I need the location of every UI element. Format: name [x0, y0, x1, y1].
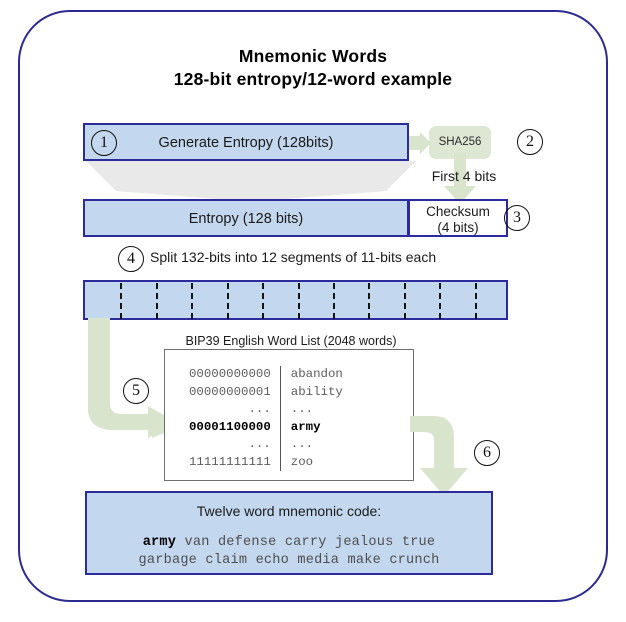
segment-divider	[297, 283, 300, 319]
step-number-2: 2	[517, 129, 543, 155]
mnemonic-result-title: Twelve word mnemonic code:	[196, 503, 382, 519]
sha256-input-arrow	[409, 132, 431, 154]
generate-entropy-box: Generate Entropy (128bits)	[83, 123, 409, 161]
segment-divider	[155, 283, 158, 319]
wordlist-row: 00000000001 ability	[189, 383, 343, 401]
mnemonic-word: make	[347, 553, 381, 568]
mnemonic-word: claim	[205, 553, 248, 568]
segmented-bits-bar	[83, 280, 508, 320]
wordlist-row: ......	[189, 401, 343, 419]
step-number-4: 4	[118, 246, 144, 272]
mnemonic-word: van	[184, 535, 210, 550]
diagram-title: Mnemonic Words 128-bit entropy/12-word e…	[0, 45, 626, 91]
wordlist-word: abandon	[279, 366, 343, 384]
checksum-box: Checksum (4 bits)	[408, 199, 508, 237]
wordlist-word: zoo	[279, 453, 343, 471]
mnemonic-output-arrow	[410, 416, 468, 496]
wordlist-row: 00000000000 abandon	[189, 366, 343, 384]
mnemonic-word: carry	[284, 535, 327, 550]
entropy-128-label: Entropy (128 bits)	[188, 211, 304, 227]
checksum-label-line-1: Checksum	[426, 204, 490, 219]
title-line-1: Mnemonic Words	[238, 46, 388, 66]
wordlist-binary-code: 00000000001	[189, 384, 271, 399]
generate-entropy-label: Generate Entropy (128bits)	[158, 135, 334, 151]
segment-divider	[262, 283, 265, 319]
first-four-bits-label: First 4 bits	[431, 168, 497, 184]
split-instruction-label: Split 132-bits into 12 segments of 11-bi…	[150, 249, 437, 265]
mnemonic-word: army	[142, 535, 177, 550]
wordlist-word: ...	[279, 401, 343, 419]
mnemonic-word: true	[401, 535, 436, 550]
segment-divider	[120, 283, 123, 319]
checksum-label-line-2: (4 bits)	[437, 220, 479, 235]
segment-divider	[226, 283, 229, 319]
wordlist-row: 00001100000 army	[189, 418, 343, 436]
mnemonic-word: echo	[255, 553, 289, 568]
mnemonic-word: garbage	[138, 553, 198, 568]
mnemonic-word: jealous	[334, 535, 394, 550]
mnemonic-word: crunch	[389, 553, 440, 568]
step-number-6: 6	[474, 440, 500, 466]
wordlist-binary-code: 11111111111	[189, 454, 271, 469]
segment-divider	[368, 283, 371, 319]
step-number-5: 5	[123, 378, 149, 404]
entropy-passthrough-arrow	[86, 161, 416, 199]
wordlist-word: army	[279, 418, 343, 436]
step-number-1: 1	[91, 130, 117, 156]
segment-divider	[439, 283, 442, 319]
bip39-wordlist-table: 00000000000 abandon 00000000001 ability....…	[189, 366, 343, 471]
wordlist-caption: BIP39 English Word List (2048 words)	[185, 334, 397, 348]
segment-divider	[403, 283, 406, 319]
segment-divider	[474, 283, 477, 319]
wordlist-binary-code: ...	[248, 437, 271, 451]
wordlist-binary-code: ...	[248, 402, 271, 416]
sha256-output-arrow	[444, 154, 476, 204]
wordlist-row: 11111111111 zoo	[189, 453, 343, 471]
step-number-3: 3	[504, 205, 530, 231]
mnemonic-word: media	[297, 553, 340, 568]
wordlist-word: ...	[279, 436, 343, 454]
wordlist-binary-code: 00000000000	[189, 367, 271, 381]
title-line-2: 128-bit entropy/12-word example	[173, 69, 453, 89]
mnemonic-words-line-1: army van defense carry jealous true	[87, 535, 491, 550]
sha256-chip: SHA256	[429, 126, 491, 159]
bip39-wordlist-box: 00000000000 abandon 00000000001 ability....…	[164, 349, 414, 481]
entropy-128-box: Entropy (128 bits)	[83, 199, 409, 237]
wordlist-binary-code: 00001100000	[189, 419, 271, 434]
wordlist-rows: 00000000000 abandon 00000000001 ability....…	[189, 366, 343, 471]
mnemonic-words-line-2: garbage claim echo media make crunch	[87, 553, 491, 568]
segment-divider	[332, 283, 335, 319]
mnemonic-word: defense	[217, 535, 277, 550]
wordlist-row: ......	[189, 436, 343, 454]
wordlist-word: ability	[279, 383, 343, 401]
mnemonic-result-box: Twelve word mnemonic code: army van defe…	[85, 491, 493, 575]
segment-divider	[191, 283, 194, 319]
